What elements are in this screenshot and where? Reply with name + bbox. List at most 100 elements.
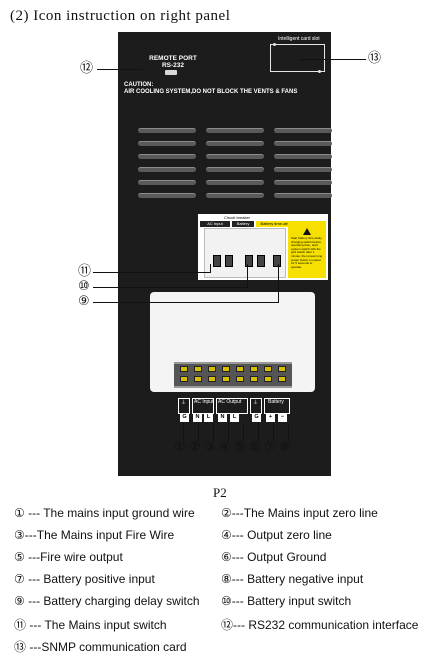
legend-item-11: ⑪ --- The Mains input switch bbox=[14, 616, 167, 633]
breaker-tab-ac-input: AC Input bbox=[200, 221, 230, 227]
terminal-block bbox=[250, 376, 258, 382]
vent-slot bbox=[206, 154, 264, 159]
mains-input-switch-pole bbox=[225, 255, 233, 267]
legend-num: ⑦ bbox=[14, 572, 25, 586]
rs232-port bbox=[165, 70, 177, 75]
battery-input-switch-pole bbox=[257, 255, 265, 267]
legend-item-5: ⑤ ---Fire wire output bbox=[14, 550, 123, 564]
vent-slot bbox=[138, 154, 196, 159]
ac-input-label: AC Input bbox=[194, 399, 214, 405]
battery-group bbox=[264, 398, 290, 414]
legend-num: ⑨ bbox=[14, 594, 25, 608]
battery-delay-switch bbox=[273, 255, 281, 267]
legend-item-6: ⑥--- Output Ground bbox=[221, 550, 326, 564]
legend-num: ⑫ bbox=[221, 618, 234, 632]
callout-line-bottom bbox=[198, 423, 199, 441]
callout-line-bottom bbox=[243, 423, 244, 441]
callout-line-10-v bbox=[247, 264, 248, 288]
legend-num: ③ bbox=[14, 528, 25, 542]
legend-text: --- Output zero line bbox=[231, 528, 332, 542]
legend-item-12: ⑫--- RS232 communication interface bbox=[221, 616, 418, 633]
callout-9: ⑨ bbox=[78, 294, 90, 309]
callout-line-bottom bbox=[288, 423, 289, 441]
terminal-block bbox=[264, 376, 272, 382]
vent-slot bbox=[206, 193, 264, 198]
legend-text: ---Fire wire output bbox=[24, 550, 123, 564]
callout-7: ⑦ bbox=[264, 440, 276, 455]
legend-item-10: ⑩--- Battery input switch bbox=[221, 594, 351, 608]
vent-slot bbox=[206, 180, 264, 185]
callout-2: ② bbox=[189, 440, 201, 455]
legend-item-1: ① --- The mains input ground wire bbox=[14, 506, 195, 520]
vent-slot bbox=[274, 128, 332, 133]
legend-num: ⑥ bbox=[221, 550, 232, 564]
callout-13: ⑬ bbox=[368, 51, 382, 66]
output-ground-icon: ⏚ bbox=[253, 400, 259, 406]
legend-item-13: ⑬ ---SNMP communication card bbox=[14, 638, 187, 655]
terminal-block bbox=[236, 366, 244, 372]
ac-input-group bbox=[192, 398, 214, 414]
legend-num: ⑤ bbox=[14, 550, 25, 564]
callout-line-bottom bbox=[213, 423, 214, 441]
terminal-block bbox=[180, 376, 188, 382]
terminal-block bbox=[236, 376, 244, 382]
terminal-g-input: G bbox=[180, 413, 189, 422]
ac-output-label: AC Output bbox=[218, 399, 242, 405]
callout-6: ⑥ bbox=[249, 440, 261, 455]
legend-num: ② bbox=[221, 506, 232, 520]
figure-caption: P2 bbox=[213, 485, 227, 500]
terminal-g-output: G bbox=[252, 413, 261, 422]
callout-line-13 bbox=[300, 59, 366, 60]
legend-text: --- Battery negative input bbox=[231, 572, 364, 586]
section-heading: (2) Icon instruction on right panel bbox=[10, 8, 231, 24]
callout-line-11 bbox=[93, 272, 210, 273]
terminal-block bbox=[278, 376, 286, 382]
warning-text: Start battery time delay charging switch… bbox=[291, 236, 323, 269]
callout-11: ⑪ bbox=[78, 264, 92, 279]
card-slot-label: Intelligent card slot bbox=[278, 36, 320, 42]
vent-slot bbox=[206, 128, 264, 133]
callout-4: ④ bbox=[219, 440, 231, 455]
legend-num: ⑩ bbox=[221, 594, 232, 608]
vent-slot bbox=[206, 167, 264, 172]
legend-item-8: ⑧--- Battery negative input bbox=[221, 572, 363, 586]
callout-12: ⑫ bbox=[80, 61, 94, 76]
vent-slot bbox=[138, 193, 196, 198]
legend-item-3: ③---The Mains input Fire Wire bbox=[14, 528, 174, 542]
callout-10: ⑩ bbox=[78, 279, 90, 294]
terminal-block bbox=[250, 366, 258, 372]
callout-line-10 bbox=[93, 287, 248, 288]
legend-num: ④ bbox=[221, 528, 232, 542]
terminal-block bbox=[194, 376, 202, 382]
vent-slot bbox=[138, 141, 196, 146]
breaker-title: Circuit breaker bbox=[224, 215, 251, 220]
callout-line-bottom bbox=[258, 423, 259, 441]
terminal-block bbox=[222, 366, 230, 372]
vent-slot bbox=[138, 180, 196, 185]
legend-item-7: ⑦ --- Battery positive input bbox=[14, 572, 155, 586]
terminal-n-input: N bbox=[193, 413, 202, 422]
terminal-block bbox=[222, 376, 230, 382]
battery-terminal-label: Battery bbox=[268, 399, 284, 405]
warning-label: Start battery time delay charging switch… bbox=[288, 221, 326, 278]
callout-3: ③ bbox=[204, 440, 216, 455]
callout-8: ⑧ bbox=[279, 440, 291, 455]
breaker-body bbox=[204, 228, 286, 278]
vent-slot bbox=[206, 141, 264, 146]
callout-5: ⑤ bbox=[234, 440, 246, 455]
terminal-block bbox=[208, 366, 216, 372]
legend-text: ---SNMP communication card bbox=[26, 640, 187, 654]
vent-slot bbox=[138, 167, 196, 172]
legend-text: --- Battery positive input bbox=[24, 572, 155, 586]
legend-text: --- Battery input switch bbox=[231, 594, 352, 608]
caution-text: CAUTION: AIR COOLING SYSTEM,DO NOT BLOCK… bbox=[124, 82, 298, 95]
terminal-l-input: L bbox=[204, 413, 213, 422]
mains-input-switch bbox=[213, 255, 221, 267]
legend-text: --- The mains input ground wire bbox=[24, 506, 195, 520]
legend-item-2: ②---The Mains input zero line bbox=[221, 506, 378, 520]
callout-line-11-v bbox=[210, 264, 211, 273]
vent-slot bbox=[274, 154, 332, 159]
vent-slot bbox=[274, 167, 332, 172]
legend-num: ⑬ bbox=[14, 640, 27, 654]
legend-item-9: ⑨ --- Battery charging delay switch bbox=[14, 594, 200, 608]
